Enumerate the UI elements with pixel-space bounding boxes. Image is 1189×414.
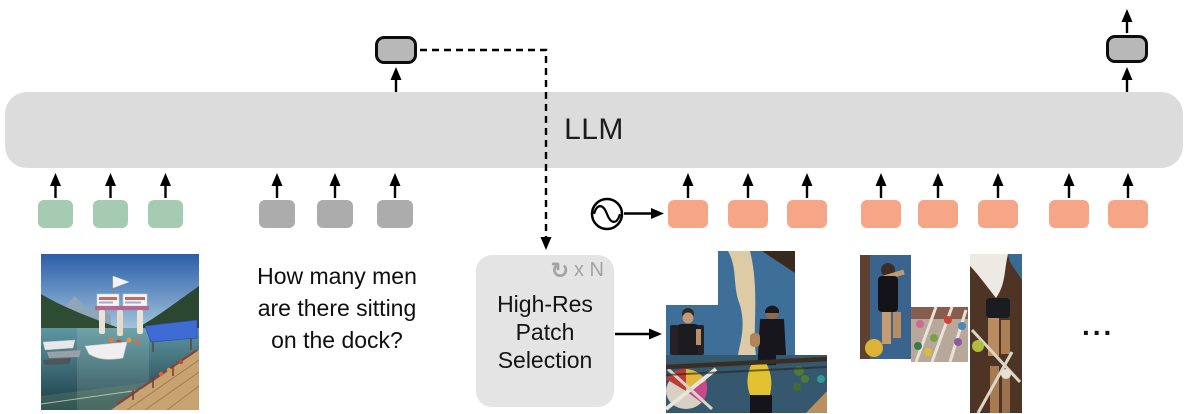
highres-token — [918, 200, 958, 228]
patch-climber — [860, 255, 911, 359]
image-token — [38, 200, 73, 228]
patch-beam — [762, 251, 795, 273]
patch-collage-1 — [666, 251, 827, 413]
input-image — [41, 254, 199, 410]
patch-rope-net — [911, 306, 968, 363]
photo-blue-canopy — [144, 319, 198, 352]
patch-curtain — [728, 251, 756, 355]
image-token — [93, 200, 128, 228]
photo-right-forest — [137, 286, 199, 332]
question-text: How many men are there sitting on the do… — [234, 260, 440, 356]
photo-left-boats — [42, 339, 81, 365]
photo-dock — [111, 349, 199, 410]
loop-count-text: x N — [574, 259, 604, 281]
photo-people — [108, 337, 140, 345]
module-title: High-Res Patch Selection — [497, 291, 593, 373]
highres-token — [1049, 200, 1089, 228]
highres-patch-selection-module: ↻ x N High-Res Patch Selection — [476, 255, 614, 407]
highres-token — [978, 200, 1018, 228]
question-line: on the dock? — [271, 327, 403, 353]
image-token — [148, 200, 183, 228]
photo-boat-canopy — [95, 306, 149, 336]
patch-collage-2 — [860, 254, 1022, 413]
highres-token — [668, 200, 708, 228]
question-line: are there sitting — [257, 295, 417, 321]
highres-token — [861, 200, 901, 228]
ellipsis: ... — [1082, 310, 1115, 341]
patch-woman — [670, 308, 704, 355]
llm-block: LLM — [5, 92, 1183, 168]
text-token — [377, 200, 413, 228]
patch-standing-person — [970, 254, 1022, 413]
highres-token — [787, 200, 827, 228]
output-token-left — [375, 36, 417, 64]
highres-token — [728, 200, 768, 228]
patch-railing — [666, 356, 827, 370]
question-line: How many men — [257, 263, 417, 289]
repeat-icon: ↻ — [550, 257, 569, 283]
llm-label: LLM — [564, 113, 624, 146]
sine-wave-icon — [590, 197, 624, 231]
text-token — [259, 200, 295, 228]
photo-banner-signs — [96, 293, 148, 307]
loop-count-label: ↻ x N — [551, 259, 604, 282]
patch-railing-2 — [666, 366, 827, 376]
highres-token — [1108, 200, 1148, 228]
output-token-right — [1106, 35, 1148, 63]
text-token — [317, 200, 353, 228]
photo-white-boat — [84, 341, 128, 360]
patch-man — [750, 305, 786, 355]
